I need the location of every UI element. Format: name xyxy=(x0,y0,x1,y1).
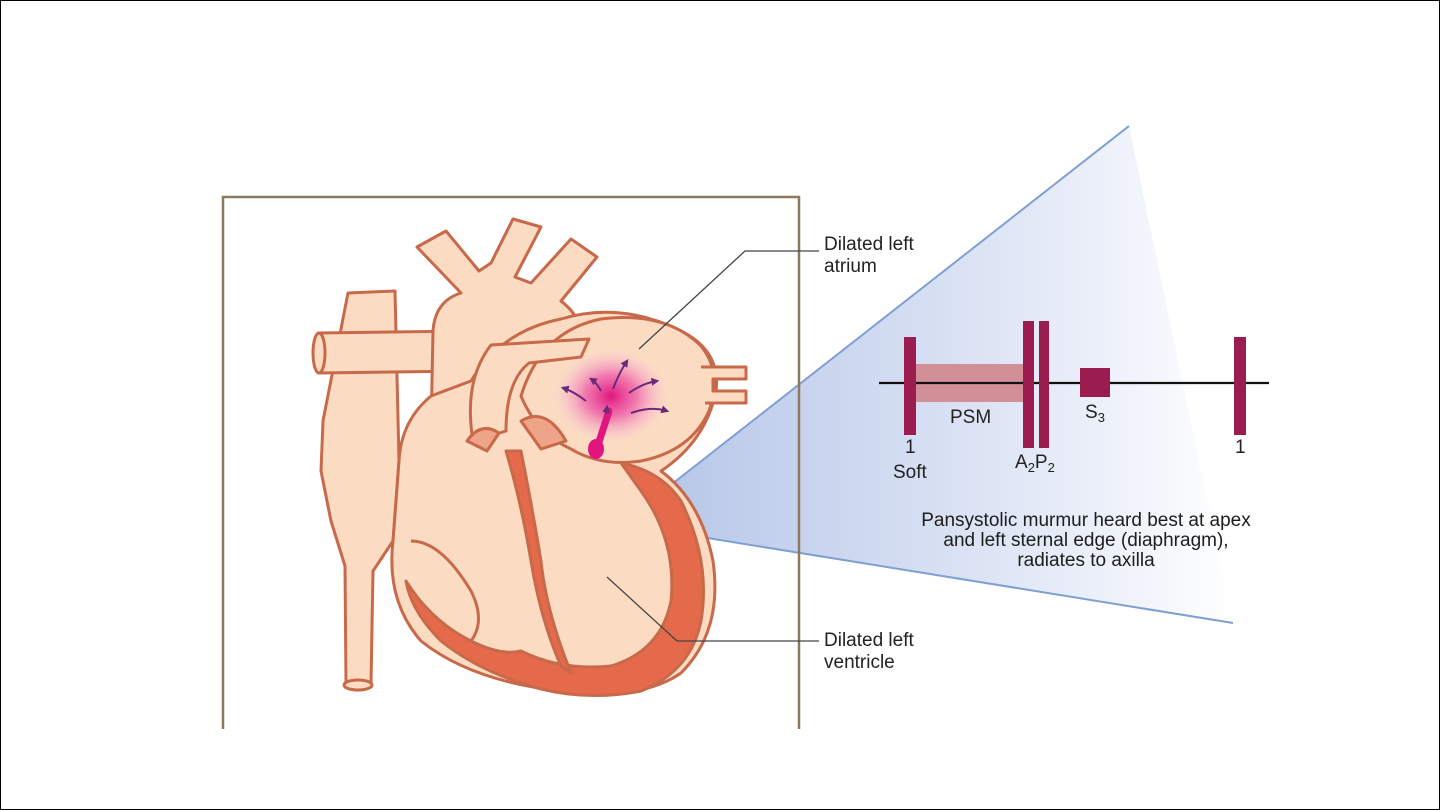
caption-line2: and left sternal edge (diaphragm), xyxy=(943,530,1229,551)
label-psm: PSM xyxy=(950,407,992,428)
phonocardiogram xyxy=(879,321,1269,448)
ascending-aorta xyxy=(468,337,591,443)
mitral-valve xyxy=(519,415,568,451)
label-dilated-left-atrium: Dilated left atrium xyxy=(824,234,1024,278)
label-soft: Soft xyxy=(893,462,927,483)
heart-illustration-icon xyxy=(311,217,748,698)
label-s3-letter: S xyxy=(1085,402,1098,423)
label-ventricle-line2: ventricle xyxy=(824,652,895,673)
label-s3-sub: 3 xyxy=(1097,410,1105,425)
aortic-valve xyxy=(465,427,501,453)
label-p2-sub: 2 xyxy=(1047,460,1055,475)
lv-myocardium xyxy=(404,461,705,698)
label-s1-left: 1 xyxy=(905,437,916,458)
p2-bar xyxy=(1039,321,1049,448)
label-p2-letter: P xyxy=(1034,452,1048,473)
septum xyxy=(504,449,573,675)
label-a2-sub: 2 xyxy=(1027,460,1035,475)
label-a2p2: A2P2 xyxy=(1015,452,1055,474)
a2-bar xyxy=(1023,321,1034,448)
ventricle-leader-line xyxy=(606,576,819,642)
rv-wall xyxy=(410,539,480,642)
s1-left-bar xyxy=(904,337,916,435)
s3-block xyxy=(1080,368,1110,397)
s1-right-bar xyxy=(1234,337,1246,435)
caption-line3: radiates to axilla xyxy=(1017,550,1155,571)
atrium-leader-line xyxy=(638,250,819,350)
pulmonary-veins xyxy=(701,365,748,405)
jet-icon xyxy=(553,348,670,459)
label-atrium-line1: Dilated left xyxy=(824,234,914,255)
murmur-caption: Pansystolic murmur heard best at apex an… xyxy=(861,511,1311,571)
label-s1-right: 1 xyxy=(1235,437,1246,458)
label-ventricle-line1: Dilated left xyxy=(824,630,914,651)
label-s3: S3 xyxy=(1085,402,1105,424)
label-atrium-line2: atrium xyxy=(824,256,877,277)
label-dilated-left-ventricle: Dilated left ventricle xyxy=(824,630,1024,674)
heart-frame xyxy=(221,195,801,729)
label-a2-letter: A xyxy=(1015,452,1028,473)
caption-line1: Pansystolic murmur heard best at apex xyxy=(921,510,1251,531)
